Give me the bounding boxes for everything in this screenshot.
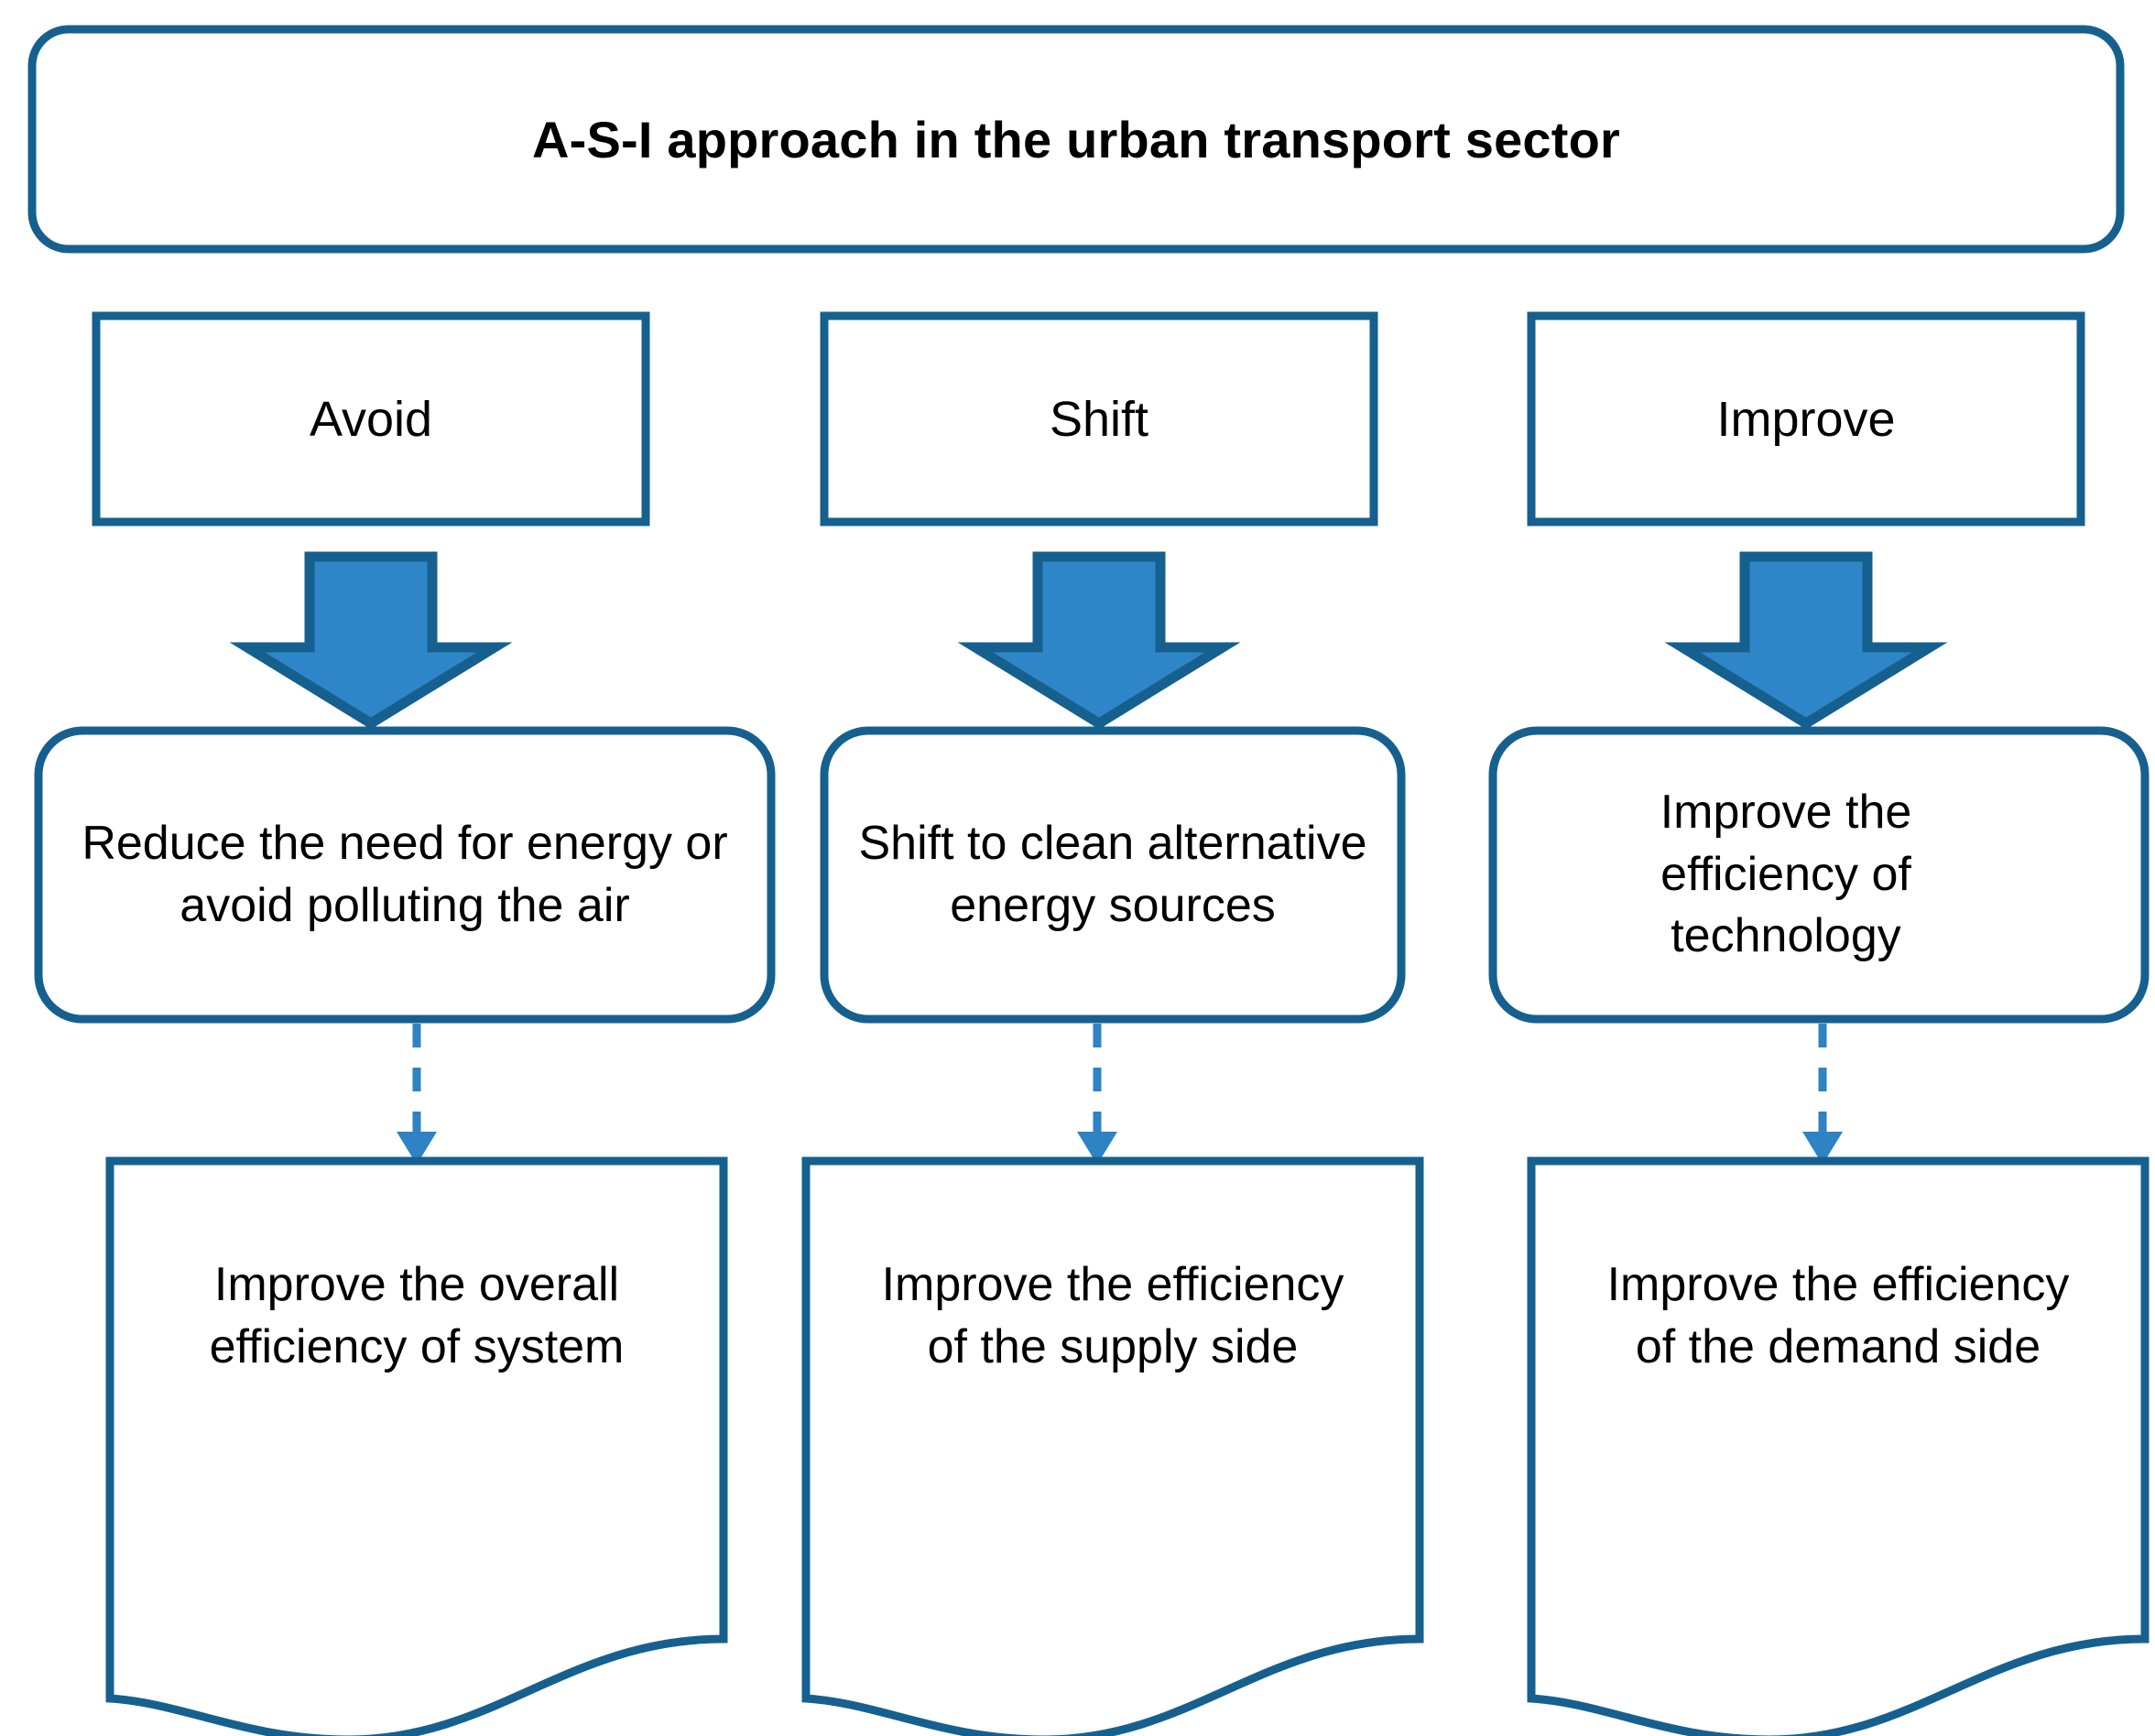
down-arrow-avoid (229, 551, 513, 730)
pillar-box-avoid (92, 311, 650, 526)
title-box (27, 25, 2125, 254)
outcome-doc-shift (801, 1156, 1424, 1736)
outcome-doc-improve (1527, 1156, 2150, 1736)
outcome-doc-avoid (105, 1156, 728, 1736)
down-arrow-shift (957, 551, 1241, 730)
dashed-connector-improve (1802, 1024, 1843, 1165)
down-arrow-improve (1664, 551, 1948, 730)
dashed-connector-avoid (397, 1024, 437, 1165)
dashed-connector-shift (1077, 1024, 1117, 1165)
action-box-improve (1488, 726, 2150, 1024)
action-box-avoid (34, 726, 776, 1024)
pillar-box-shift (820, 311, 1378, 526)
action-box-shift (820, 726, 1406, 1024)
pillar-box-improve (1527, 311, 2085, 526)
